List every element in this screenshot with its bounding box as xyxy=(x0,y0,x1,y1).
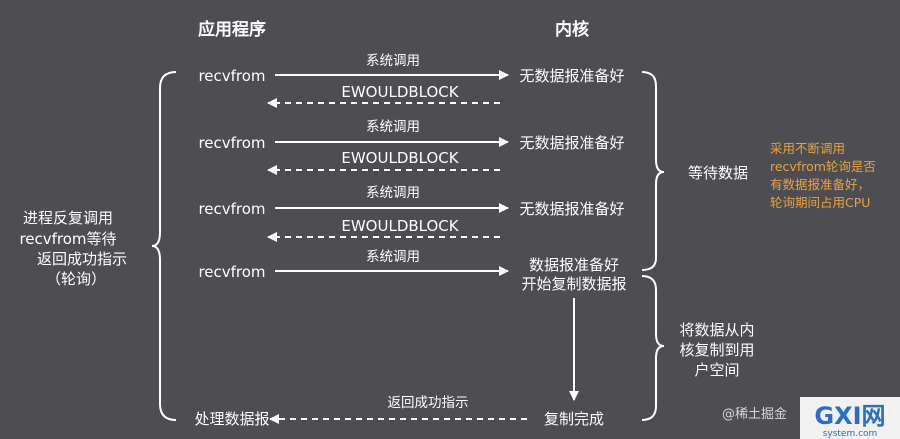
syscall-label-4: 系统调用 xyxy=(366,249,420,265)
header-kernel: 内核 xyxy=(555,19,589,40)
header-app: 应用程序 xyxy=(198,19,266,40)
left-brace-line-1: 进程反复调用 xyxy=(23,209,113,227)
left-brace-line-4: （轮询） xyxy=(46,270,106,288)
copy-label-line-3: 户空间 xyxy=(694,361,739,379)
recvfrom-call-2: recvfrom xyxy=(198,134,265,152)
left-brace xyxy=(151,71,177,421)
note-line-2: recvfrom轮询是否 xyxy=(770,159,876,174)
copy-brace xyxy=(641,275,665,421)
wait-data-label: 等待数据 xyxy=(688,164,748,182)
watermark-brand: GXI网 xyxy=(814,402,885,430)
reply-label-2: EWOULDBLOCK xyxy=(341,149,459,167)
reply-label-1: EWOULDBLOCK xyxy=(341,83,459,101)
left-brace-line-2: recvfrom等待 xyxy=(19,230,116,248)
copy-label-line-2: 核复制到用 xyxy=(679,341,754,359)
recvfrom-call-1: recvfrom xyxy=(198,67,265,85)
watermark-logo: GXI网 system.com xyxy=(800,397,900,439)
process-datagram-label: 处理数据报 xyxy=(194,410,269,428)
watermark-site: @稀土掘金 xyxy=(722,406,787,422)
kernel-state-1: 无数据报准备好 xyxy=(519,67,624,85)
recvfrom-call-3: recvfrom xyxy=(198,200,265,218)
note-line-3: 有数据报准备好， xyxy=(770,177,870,192)
note-line-4: 轮询期间占用CPU xyxy=(770,195,870,210)
recvfrom-call-4: recvfrom xyxy=(198,263,265,281)
kernel-state-2: 无数据报准备好 xyxy=(519,134,624,152)
kernel-state-3: 无数据报准备好 xyxy=(519,200,624,218)
wait-brace xyxy=(641,71,665,271)
left-brace-line-3: 返回成功指示 xyxy=(37,250,127,268)
copy-done-label: 复制完成 xyxy=(544,410,604,428)
syscall-label-3: 系统调用 xyxy=(366,185,420,201)
syscall-label-1: 系统调用 xyxy=(366,53,420,69)
kernel-state-ready: 数据报准备好 xyxy=(529,256,619,274)
kernel-state-copying: 开始复制数据报 xyxy=(521,275,626,293)
syscall-label-2: 系统调用 xyxy=(366,119,420,135)
return-success-label: 返回成功指示 xyxy=(388,395,469,411)
copy-label-line-1: 将数据从内 xyxy=(679,321,754,339)
note-line-1: 采用不断调用 xyxy=(770,141,845,156)
watermark-brand-sub: system.com xyxy=(823,429,878,439)
reply-label-3: EWOULDBLOCK xyxy=(341,217,459,235)
